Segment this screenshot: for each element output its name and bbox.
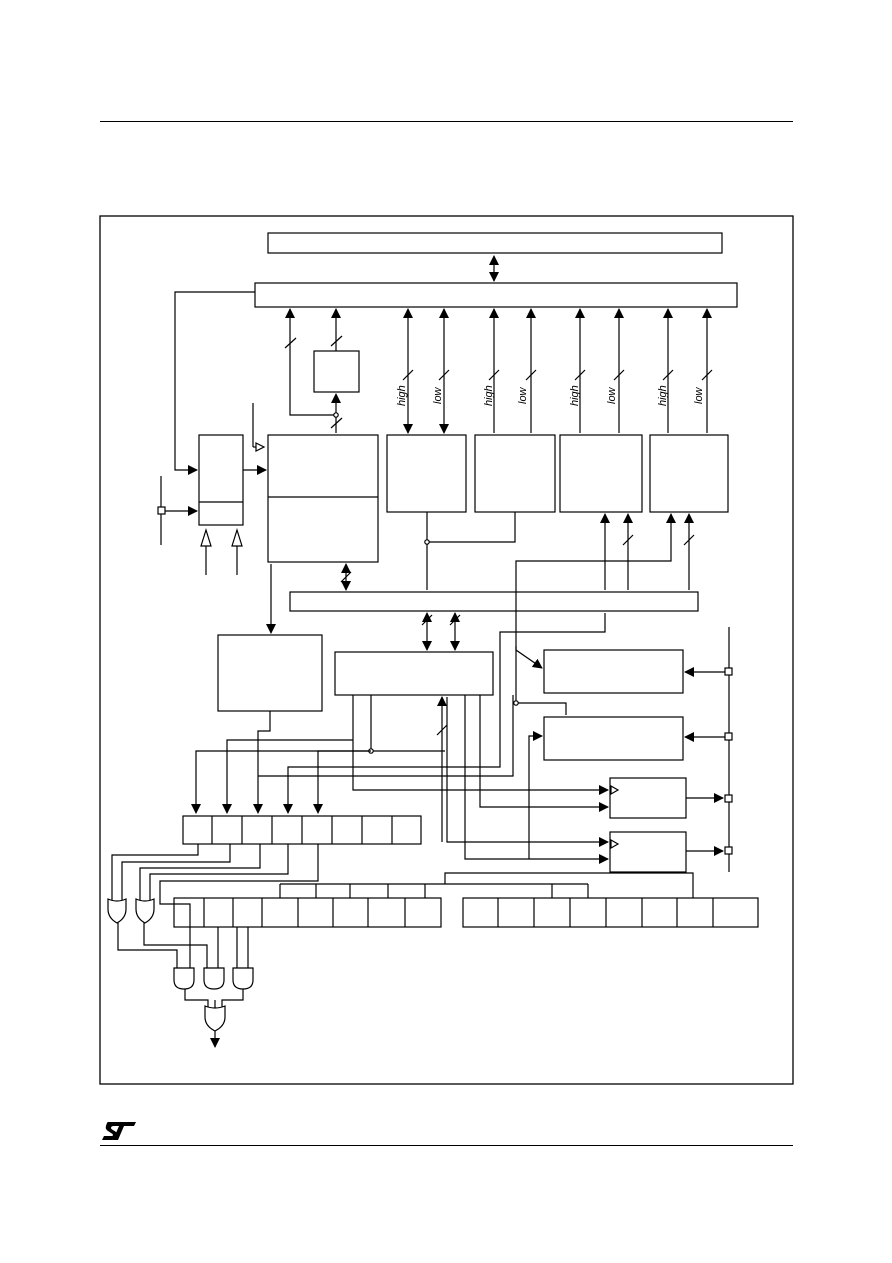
output-latch-1	[609, 777, 687, 819]
prescaler-input-arrow	[200, 527, 212, 547]
header-rule	[100, 121, 793, 122]
input-capture-pin-2	[724, 732, 733, 741]
input-capture-register-2	[474, 434, 556, 513]
output-compare-pin-2	[724, 846, 733, 855]
bus-label-high: high	[396, 385, 408, 406]
bus-label-high: high	[657, 385, 669, 406]
bus-label-low: low	[693, 386, 705, 404]
input-edge-detector-2	[543, 716, 684, 761]
and-gate-1	[173, 967, 195, 990]
st-logo-icon	[102, 1122, 136, 1140]
edge-detect-circuit	[334, 651, 494, 696]
bus-label-low: low	[517, 386, 529, 404]
control-register-2	[173, 897, 442, 928]
input-edge-detector-1	[543, 649, 684, 694]
output-compare-register-2	[649, 434, 729, 513]
figure-frame	[99, 215, 794, 1085]
input-capture-register-1	[386, 434, 467, 513]
clock-input-pin	[157, 506, 166, 515]
bus-label-low: low	[606, 386, 618, 404]
prescaler-input-arrow-2	[231, 527, 243, 547]
or-gate-1	[107, 898, 127, 924]
bus-label-high: high	[483, 385, 495, 406]
or-gate-output	[204, 1005, 226, 1032]
register-bus	[254, 282, 738, 308]
footer-rule	[100, 1145, 793, 1146]
bus-label-high: high	[569, 385, 581, 406]
control-register-1	[462, 897, 759, 928]
output-compare-pin-1	[724, 794, 733, 803]
prescaler-block	[198, 434, 244, 526]
counter-block	[267, 434, 379, 563]
and-gate-2	[203, 967, 225, 990]
alternate-counter-register	[313, 350, 360, 393]
counter-data-bus	[289, 591, 699, 612]
and-gate-3	[232, 967, 254, 990]
bus-label-low: low	[432, 386, 444, 404]
overflow-detect-circuit	[217, 634, 323, 712]
internal-bus	[267, 232, 723, 254]
input-capture-pin-1	[724, 667, 733, 676]
clock-edge-marker	[255, 442, 266, 452]
output-compare-register-1	[559, 434, 643, 513]
output-latch-2	[609, 831, 687, 873]
or-gate-2	[135, 898, 155, 924]
